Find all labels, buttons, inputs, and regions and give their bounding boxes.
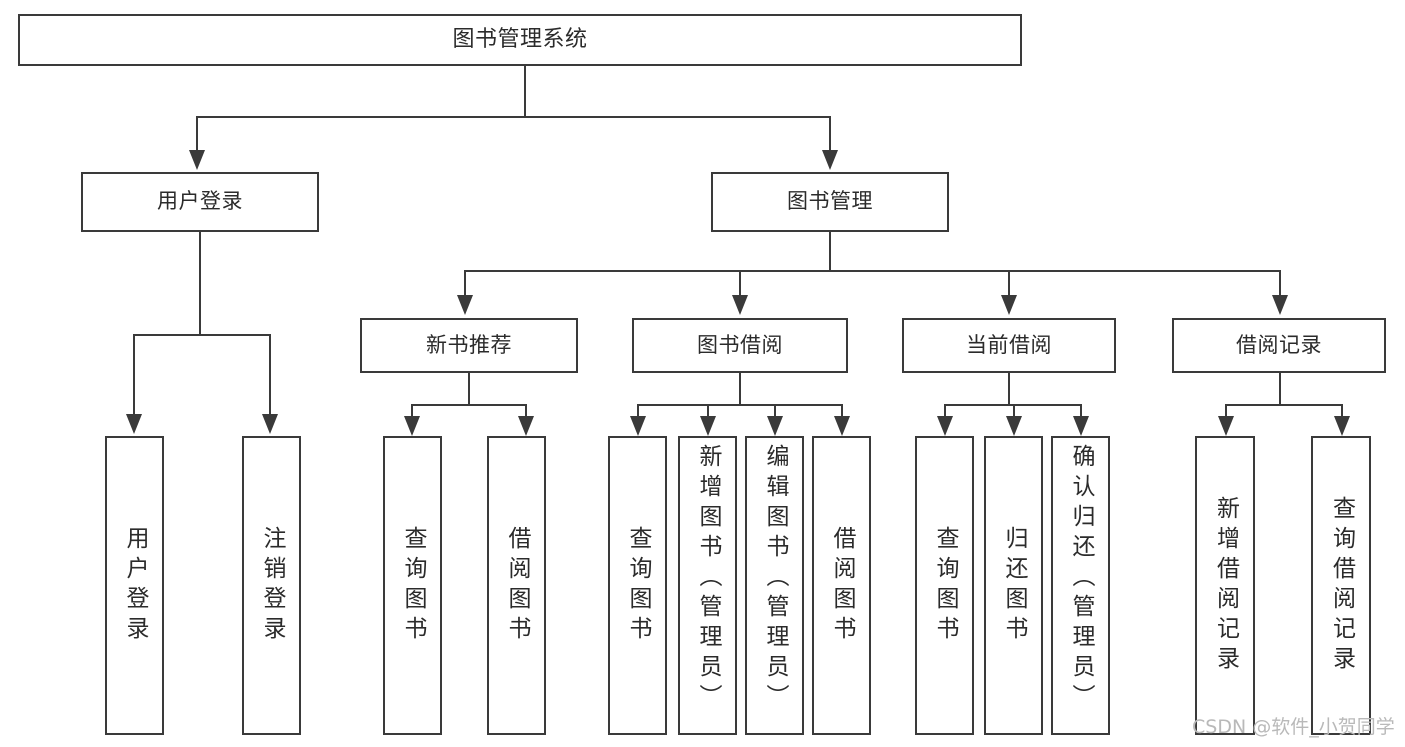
leaf-book-borrow-borrow-book[interactable]: 借阅图书 [812,436,871,735]
connector-new-book-bus [411,404,527,406]
arrowhead-br-to-leaf-1 [1218,416,1234,436]
connector-root-bus [196,116,830,118]
connector-cb-to-leaf-1 [944,404,946,418]
leaf-current-borrow-query-book[interactable]: 查询图书 [915,436,974,735]
connector-borrow-record-bus [1225,404,1342,406]
leaf-book-borrow-query-book[interactable]: 查询图书 [608,436,667,735]
arrowhead-cb-to-leaf-2 [1006,416,1022,436]
node-user-login[interactable]: 用户登录 [81,172,319,232]
connector-new-book-stem [468,373,470,406]
node-label: 新书推荐 [426,332,512,357]
leaf-borrow-record-query-record[interactable]: 查询借阅记录 [1311,436,1371,735]
connector-root-stem [524,66,526,117]
arrowhead-bb-to-leaf-4 [834,416,850,436]
leaf-current-borrow-confirm-return-admin[interactable]: 确认归还（管理员） [1051,436,1110,735]
connector-user-login-stem [199,232,201,336]
leaf-new-book-borrow-book[interactable]: 借阅图书 [487,436,546,735]
leaf-book-borrow-add-book-admin[interactable]: 新增图书（管理员） [678,436,737,735]
node-label: 新增借阅记录 [1212,495,1239,676]
arrowhead-user-login-to-leaf-2 [262,414,278,434]
node-label: 查询图书 [625,525,651,646]
arrowhead-root-to-book-management [822,150,838,170]
arrowhead-user-login-to-leaf-1 [126,414,142,434]
connector-cb-to-leaf-2 [1013,404,1015,418]
connector-user-login-bus [133,334,269,336]
arrowhead-bb-to-leaf-3 [767,416,783,436]
arrowhead-nb-to-leaf-2 [518,416,534,436]
node-label: 新增图书（管理员） [695,444,721,714]
connector-cb-to-leaf-3 [1080,404,1082,418]
connector-bb-to-leaf-4 [841,404,843,418]
node-new-book-recommend[interactable]: 新书推荐 [360,318,578,373]
connector-bm-to-book-borrow [739,270,741,297]
arrowhead-bb-to-leaf-2 [700,416,716,436]
node-label: 图书借阅 [697,332,783,357]
arrowhead-cb-to-leaf-3 [1073,416,1089,436]
connector-root-to-user-login [196,116,198,153]
connector-book-management-stem [829,232,831,272]
connector-book-borrow-stem [739,373,741,406]
connector-root-to-book-management [829,116,831,153]
leaf-borrow-record-add-record[interactable]: 新增借阅记录 [1195,436,1255,735]
node-label: 注销登录 [259,525,285,646]
connector-bb-to-leaf-2 [707,404,709,418]
node-root-book-management-system[interactable]: 图书管理系统 [18,14,1022,66]
node-label: 查询图书 [400,525,426,646]
connector-bm-to-current-borrow [1008,270,1010,297]
node-label: 查询借阅记录 [1328,495,1355,676]
arrowhead-cb-to-leaf-1 [937,416,953,436]
node-borrow-record[interactable]: 借阅记录 [1172,318,1386,373]
arrowhead-nb-to-leaf-1 [404,416,420,436]
arrowhead-br-to-leaf-2 [1334,416,1350,436]
connector-nb-to-leaf-2 [525,404,527,418]
connector-bm-to-borrow-record [1279,270,1281,297]
connector-bm-to-new-book [464,270,466,297]
node-current-borrow[interactable]: 当前借阅 [902,318,1116,373]
arrowhead-bm-to-new-book [457,295,473,315]
arrowhead-bm-to-book-borrow [732,295,748,315]
connector-current-borrow-stem [1008,373,1010,406]
node-label: 确认归还（管理员） [1068,444,1094,714]
arrowhead-bb-to-leaf-1 [630,416,646,436]
node-label: 借阅图书 [504,525,530,646]
arrowhead-root-to-user-login [189,150,205,170]
node-label: 借阅图书 [829,525,855,646]
connector-user-login-to-leaf-2 [269,334,271,416]
leaf-new-book-query-book[interactable]: 查询图书 [383,436,442,735]
leaf-user-login-login[interactable]: 用户登录 [105,436,164,735]
leaf-book-borrow-edit-book-admin[interactable]: 编辑图书（管理员） [745,436,804,735]
node-label: 当前借阅 [966,332,1052,357]
node-label: 用户登录 [122,525,148,646]
arrowhead-bm-to-borrow-record [1272,295,1288,315]
node-label: 归还图书 [1001,525,1027,646]
arrowhead-bm-to-current-borrow [1001,295,1017,315]
node-label: 用户登录 [157,189,243,214]
leaf-user-login-logout[interactable]: 注销登录 [242,436,301,735]
node-label: 查询图书 [932,525,958,646]
node-label: 编辑图书（管理员） [762,444,788,714]
connector-borrow-record-stem [1279,373,1281,406]
leaf-current-borrow-return-book[interactable]: 归还图书 [984,436,1043,735]
connector-book-borrow-bus [637,404,843,406]
connector-nb-to-leaf-1 [411,404,413,418]
connector-user-login-to-leaf-1 [133,334,135,416]
node-label: 图书管理 [787,189,873,214]
node-book-borrow[interactable]: 图书借阅 [632,318,848,373]
connector-current-borrow-bus [944,404,1080,406]
connector-bb-to-leaf-3 [774,404,776,418]
connector-book-management-bus [464,270,1280,272]
csdn-watermark: CSDN @软件_小贺同学 [1192,716,1395,738]
node-label: 借阅记录 [1236,332,1322,357]
node-label: 图书管理系统 [452,26,588,52]
connector-br-to-leaf-2 [1341,404,1343,418]
connector-br-to-leaf-1 [1225,404,1227,418]
node-book-management[interactable]: 图书管理 [711,172,949,232]
connector-bb-to-leaf-1 [637,404,639,418]
